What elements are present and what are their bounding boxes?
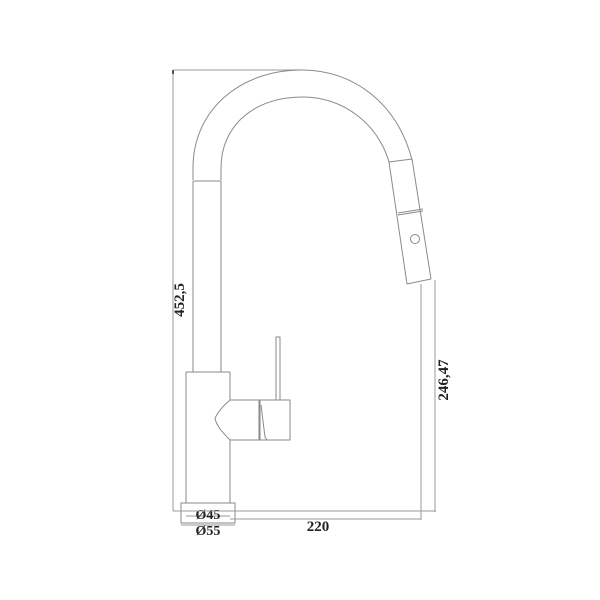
- mixer-handle: [214, 336, 291, 441]
- spout-height-label: 246,47: [436, 359, 452, 401]
- base: [180, 502, 236, 524]
- spout: [192, 69, 413, 372]
- faucet-body: [185, 371, 231, 503]
- reach-dimension: 220: [173, 510, 436, 535]
- diameter-dimensions: Ø45 Ø55: [181, 508, 235, 539]
- spray-button-icon: [410, 234, 420, 244]
- outer-diameter-label: Ø55: [196, 524, 221, 539]
- reach-label: 220: [307, 519, 330, 535]
- spray-head: [388, 158, 432, 285]
- inner-diameter-label: Ø45: [196, 508, 221, 523]
- spout-height-dimension: 246,47: [420, 280, 452, 520]
- total-height-label: 452,5: [172, 283, 188, 317]
- height-dimension: 452,5: [172, 69, 302, 512]
